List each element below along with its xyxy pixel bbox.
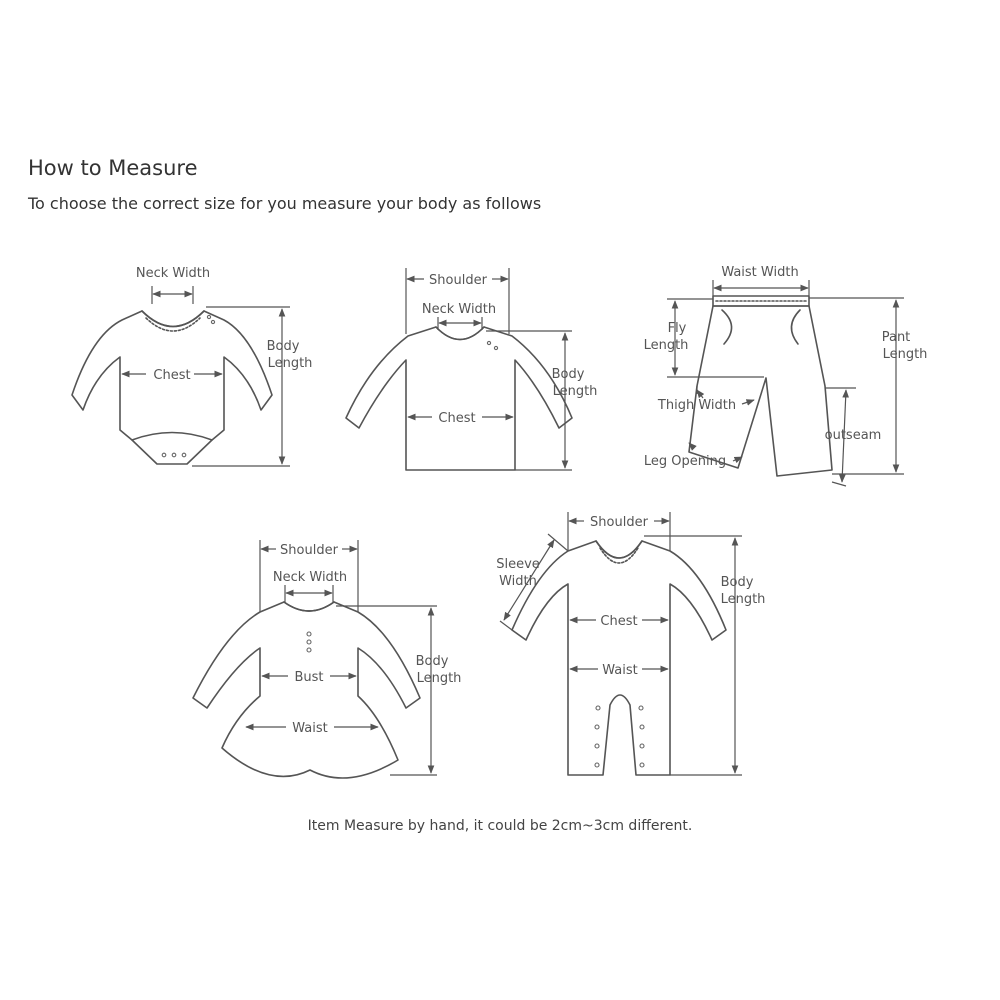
dress-shoulder-label: Shoulder — [280, 543, 339, 558]
bodysuit-button — [206, 314, 212, 320]
dress-button — [306, 631, 312, 637]
bodysuit-snap — [171, 452, 177, 458]
bodysuit-chest-label: Chest — [153, 368, 190, 383]
romper-diagram: Shoulder Sleeve Width Chest Waist Body L… — [496, 512, 766, 776]
pants-left-pocket — [721, 309, 733, 345]
bodysuit-snap — [181, 452, 187, 458]
romper-snap — [594, 762, 600, 768]
romper-length-label-1: Body — [721, 575, 754, 590]
top-shoulder-label: Shoulder — [429, 273, 488, 288]
romper-sleeve-width-label-1: Sleeve — [496, 557, 540, 572]
measurement-note: Item Measure by hand, it could be 2cm~3c… — [307, 818, 693, 834]
romper-sleeve-guide-top — [547, 533, 569, 552]
pants-right-pocket — [790, 309, 801, 345]
romper-waist-label: Waist — [602, 663, 637, 678]
pants-pant-length-label-1: Pant — [882, 330, 911, 345]
pants-leg-opening-arrow-left — [688, 442, 697, 451]
pants-thigh-width-arrow-left — [696, 389, 705, 399]
page-title: How to Measure — [28, 156, 198, 180]
pants-pant-length-label-2: Length — [883, 347, 928, 362]
bodysuit-leg-opening — [131, 431, 213, 441]
bodysuit-collar-rib — [145, 317, 201, 332]
romper-sleeve-width-arrow — [503, 539, 555, 621]
dress-waist-label: Waist — [292, 721, 327, 736]
top-diagram: Shoulder Neck Width Chest Body Length — [345, 268, 598, 471]
dress-bust-label: Bust — [294, 670, 323, 685]
dress-button — [306, 639, 312, 645]
top-length-label-2: Length — [553, 384, 598, 399]
pants-waist-width-label: Waist Width — [721, 265, 798, 280]
romper-snap — [639, 762, 645, 768]
dress-length-label-2: Length — [417, 671, 462, 686]
romper-shoulder-label: Shoulder — [590, 515, 649, 530]
dress-collar — [283, 601, 335, 612]
romper-outline — [511, 540, 727, 776]
pants-leg-opening-label: Leg Opening — [644, 454, 726, 469]
dress-diagram: Shoulder Neck Width Bust Waist Body Leng… — [192, 540, 462, 779]
pants-thigh-width-label: Thigh Width — [657, 398, 736, 413]
pants-outseam-guide-bottom — [831, 481, 847, 487]
pants-outline — [688, 305, 833, 477]
bodysuit-collar — [141, 310, 205, 328]
romper-snap — [595, 705, 601, 711]
romper-sleeve-guide-bottom — [499, 620, 513, 631]
romper-snap — [594, 743, 600, 749]
romper-collar-rib — [599, 547, 639, 564]
romper-snap — [639, 724, 645, 730]
romper-chest-label: Chest — [600, 614, 637, 629]
top-chest-label: Chest — [438, 411, 475, 426]
bodysuit-length-label-2: Length — [268, 356, 313, 371]
romper-length-label-2: Length — [721, 592, 766, 607]
romper-sleeve-width-label-2: Width — [499, 574, 537, 589]
pants-fly-length-label-2: Length — [644, 338, 689, 353]
page-subtitle: To choose the correct size for you measu… — [28, 194, 542, 213]
pants-outseam-arrow — [838, 389, 850, 483]
romper-collar — [595, 540, 643, 559]
pants-leg-opening-arrow-right — [732, 456, 743, 464]
bodysuit-neck-width-label: Neck Width — [136, 266, 210, 281]
pants-thigh-width-arrow-right — [741, 399, 755, 406]
bodysuit-length-label-1: Body — [267, 339, 300, 354]
top-neck-width-label: Neck Width — [422, 302, 496, 317]
romper-snap — [639, 743, 645, 749]
bodysuit-snap — [161, 452, 167, 458]
top-button — [486, 340, 492, 346]
dress-length-label-1: Body — [416, 654, 449, 669]
bodysuit-diagram: Neck Width Chest Body Length — [71, 266, 313, 467]
dress-neck-width-label: Neck Width — [273, 570, 347, 585]
pants-diagram: Waist Width Fly Length Pant Length Thigh… — [644, 265, 928, 487]
top-length-label-1: Body — [552, 367, 585, 382]
top-outline — [345, 326, 573, 471]
top-collar — [435, 326, 485, 341]
top-button — [493, 345, 499, 351]
bodysuit-outline — [71, 310, 273, 465]
romper-snap — [638, 705, 644, 711]
pants-outseam-label: outseam — [825, 428, 882, 443]
dress-outline — [192, 601, 421, 779]
romper-snap — [594, 724, 600, 730]
bodysuit-button — [210, 319, 216, 325]
dress-button — [306, 647, 312, 653]
pants-fly-length-label-1: Fly — [668, 321, 687, 336]
